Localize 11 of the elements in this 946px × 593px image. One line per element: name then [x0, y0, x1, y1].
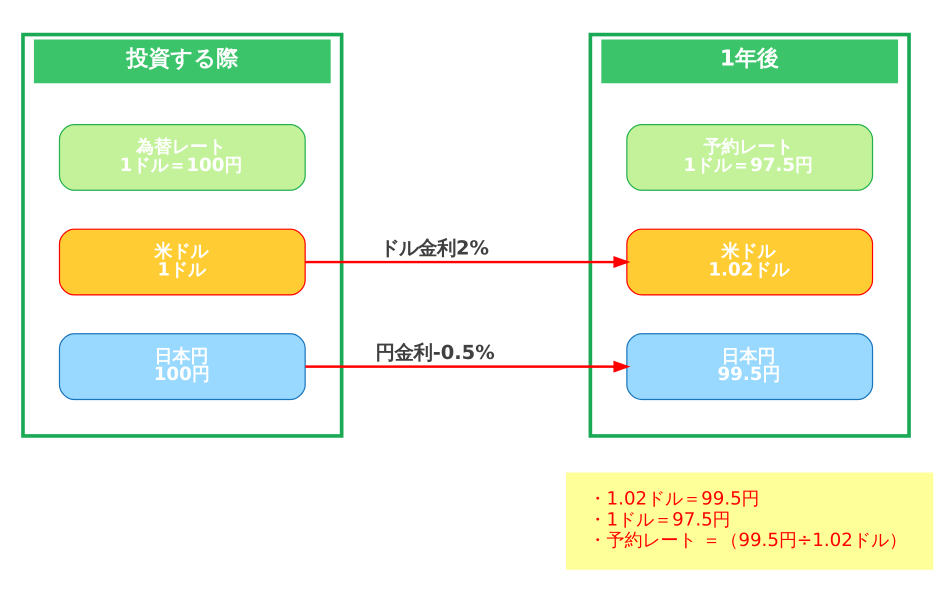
node-box: 米ドル 1.02ドル — [626, 228, 874, 295]
edge-label: ドル金利2% — [380, 236, 489, 259]
node-box: ・1.02ドル＝99.5円 ・1ドル＝97.5円 ・予約レート ＝（99.5円÷1.02ドル） — [566, 472, 934, 570]
edge-label: 円金利-0.5% — [376, 340, 495, 364]
node-box: 米ドル 1ドル — [58, 228, 306, 295]
arrow — [305, 360, 630, 372]
node-box: 日本円 99.5円 — [626, 332, 874, 400]
arrow — [305, 256, 630, 268]
node-box: 予約レート 1ドル＝97.5円 — [626, 123, 874, 190]
node-box: 日本円 100円 — [58, 332, 306, 400]
node-box: 為替レート 1ドル＝100円 — [58, 123, 306, 190]
